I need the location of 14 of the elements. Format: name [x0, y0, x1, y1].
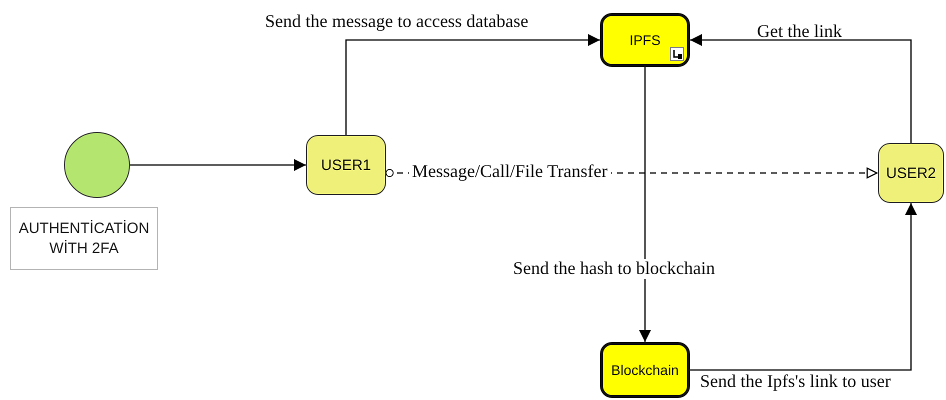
arrow [130, 159, 306, 171]
arrow [690, 203, 917, 371]
edge-label: Message/Call/File Transfer [409, 162, 610, 182]
arrow [345, 34, 600, 135]
edge-label: Send the Ipfs's link to user [699, 372, 892, 392]
arrow [639, 67, 651, 342]
process-box: Blockchain [600, 342, 690, 398]
process-box: IPFS [600, 13, 690, 67]
edge-label: Send the message to access database [264, 12, 530, 32]
edge-label: Get the link [756, 22, 843, 42]
process-box: USER2 [878, 143, 944, 203]
arrow [690, 34, 912, 143]
process-box: USER1 [306, 135, 386, 195]
text-box: AUTHENTİCATİON WİTH 2FA [10, 207, 158, 270]
